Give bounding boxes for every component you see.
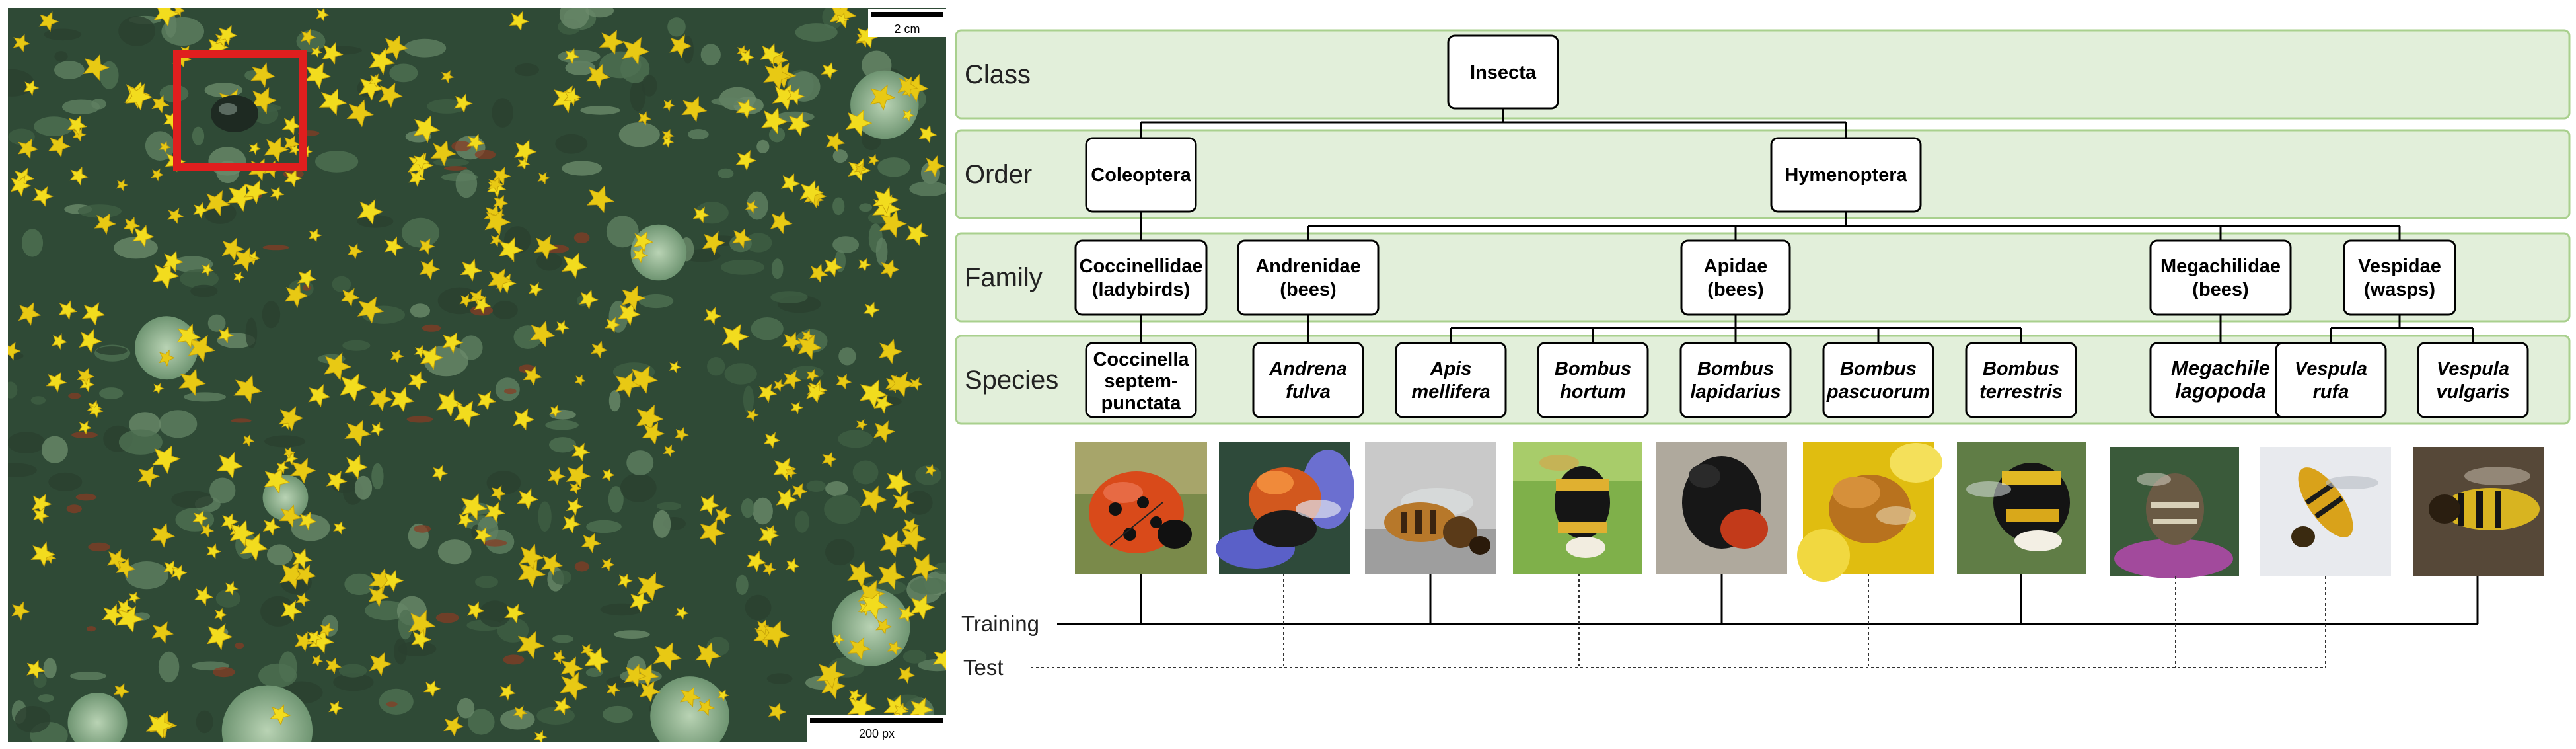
node-vespidae-line1: Vespidae <box>2358 256 2441 277</box>
node-b-lapidarius-line2: lapidarius <box>1691 381 1781 403</box>
node-b-terrestris-line1: Bombus <box>1983 358 2059 379</box>
band-order <box>955 129 2571 219</box>
node-coccinellidae-line1: Coccinellidae <box>1080 256 1203 277</box>
training-lines <box>1057 574 2479 625</box>
node-andrena-line2: fulva <box>1286 381 1331 403</box>
test-lines <box>1031 574 2326 668</box>
node-coccinella-septempunctata: Coccinella septem- punctata <box>1085 342 1197 418</box>
node-b-terrestris-line2: terrestris <box>1979 381 2063 403</box>
node-apis-mellifera: Apis mellifera <box>1395 342 1507 418</box>
thumb-b-lapidarius <box>1656 442 1787 574</box>
thumb-coccinella <box>1075 442 1207 574</box>
thumb-b-terrestris <box>1957 442 2086 574</box>
node-vespula-vulgaris: Vespula vulgaris <box>2417 342 2529 418</box>
scale-bar-top: 2 cm <box>868 9 946 37</box>
node-hymenoptera-label: Hymenoptera <box>1785 165 1907 186</box>
band-label-family: Family <box>965 263 1043 292</box>
scale-bar-bottom: 200 px <box>807 715 946 742</box>
node-b-pascuorum-line1: Bombus <box>1840 358 1917 379</box>
node-coccinellidae: Coccinellidae (ladybirds) <box>1074 239 1208 316</box>
node-megachilidae-line1: Megachilidae <box>2160 256 2281 277</box>
node-vespidae: Vespidae (wasps) <box>2343 239 2456 316</box>
node-v-vulgaris-line1: Vespula <box>2437 358 2509 379</box>
node-andrenidae-line1: Andrenidae <box>1255 256 1361 277</box>
band-class <box>955 29 2571 120</box>
node-hymenoptera: Hymenoptera <box>1770 137 1922 213</box>
node-b-hortum-line2: hortum <box>1560 381 1626 403</box>
node-vespula-rufa: Vespula rufa <box>2275 342 2387 418</box>
photo-flowers <box>8 8 946 742</box>
node-bombus-pascuorum: Bombus pascuorum <box>1822 342 1934 418</box>
node-v-vulgaris-line2: vulgaris <box>2436 381 2509 403</box>
node-bombus-hortum: Bombus hortum <box>1537 342 1649 418</box>
thumb-megachile <box>2110 447 2239 578</box>
node-coccinella-line3: punctata <box>1101 393 1182 414</box>
split-lines: Training Test <box>961 574 2479 680</box>
node-apis-line1: Apis <box>1430 358 1472 379</box>
node-andrena-line1: Andrena <box>1269 358 1347 379</box>
scale-label-top: 2 cm <box>894 22 920 36</box>
thumb-apis <box>1365 442 1496 574</box>
node-megachile-line2: lagopoda <box>2175 379 2266 403</box>
insect-highlight-box <box>173 50 307 171</box>
node-apidae: Apidae (bees) <box>1680 239 1791 316</box>
node-insecta: Insecta <box>1447 34 1559 110</box>
node-andrena-fulva: Andrena fulva <box>1252 342 1364 418</box>
node-insecta-label: Insecta <box>1470 62 1537 83</box>
node-megachilidae-line2: (bees) <box>2192 279 2248 300</box>
node-megachile-line1: Megachile <box>2171 356 2270 379</box>
node-b-pascuorum-line2: pascuorum <box>1826 381 1930 403</box>
thumb-b-hortum <box>1513 442 1642 574</box>
node-apis-line2: mellifera <box>1411 381 1490 403</box>
test-label: Test <box>963 655 1004 680</box>
training-label: Training <box>961 611 1039 636</box>
node-vespidae-line2: (wasps) <box>2364 279 2435 300</box>
node-v-rufa-line2: rufa <box>2313 381 2349 403</box>
node-megachilidae: Megachilidae (bees) <box>2149 239 2292 316</box>
node-coleoptera: Coleoptera <box>1085 137 1197 213</box>
thumb-andrena <box>1216 442 1354 574</box>
field-photo: 2 cm 200 px <box>8 8 946 742</box>
node-v-rufa-line1: Vespula <box>2295 358 2367 379</box>
node-andrenidae: Andrenidae (bees) <box>1237 239 1380 316</box>
node-bombus-lapidarius: Bombus lapidarius <box>1679 342 1792 418</box>
node-b-lapidarius-line1: Bombus <box>1697 358 1774 379</box>
node-coleoptera-label: Coleoptera <box>1091 165 1191 186</box>
node-apidae-line1: Apidae <box>1704 256 1768 277</box>
node-megachile-lagopoda: Megachile lagopoda <box>2149 342 2292 418</box>
node-bombus-terrestris: Bombus terrestris <box>1965 342 2077 418</box>
node-coccinella-line1: Coccinella <box>1093 349 1189 370</box>
node-andrenidae-line2: (bees) <box>1280 279 1336 300</box>
thumb-v-rufa <box>2260 447 2391 576</box>
band-label-order: Order <box>965 160 1032 189</box>
thumb-v-vulgaris <box>2413 447 2544 576</box>
scale-label-bottom: 200 px <box>859 727 895 740</box>
thumb-b-pascuorum <box>1797 442 1942 582</box>
species-thumbnails <box>1075 442 2544 582</box>
taxonomy-nodes: Insecta Coleoptera Hymenoptera Coccinell… <box>1074 34 2529 418</box>
node-coccinella-line2: septem- <box>1104 371 1177 392</box>
node-apidae-line2: (bees) <box>1707 279 1763 300</box>
band-label-species: Species <box>965 366 1058 395</box>
band-label-class: Class <box>965 60 1031 89</box>
tree-connectors <box>1140 108 2474 343</box>
node-coccinellidae-line2: (ladybirds) <box>1092 279 1190 300</box>
node-b-hortum-line1: Bombus <box>1555 358 1631 379</box>
